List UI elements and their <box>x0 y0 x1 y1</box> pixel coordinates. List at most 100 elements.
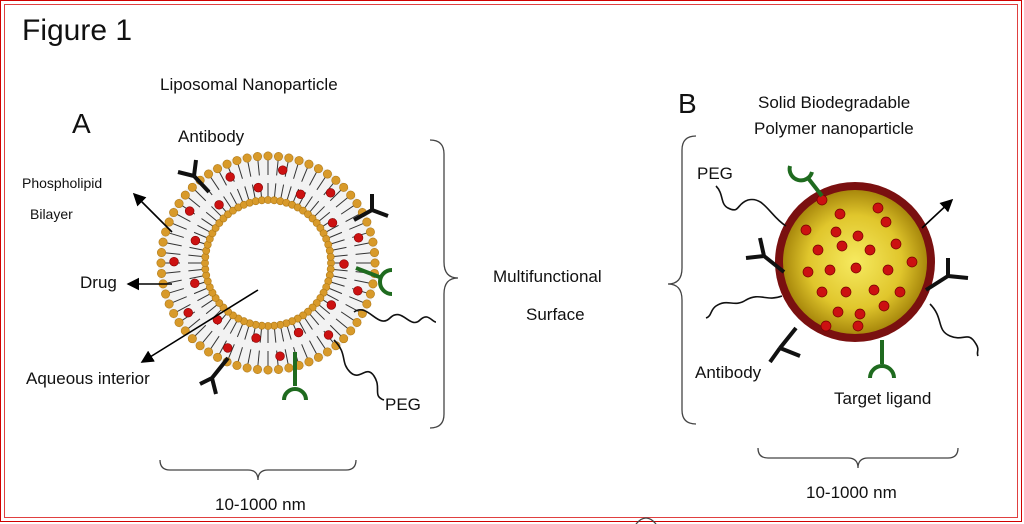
lipid-tail <box>187 196 201 208</box>
panel-b-title-line2: Polymer nanoparticle <box>754 119 914 138</box>
lipid-head <box>365 227 375 237</box>
lipid-tail <box>328 231 343 239</box>
peg-label-a: PEG <box>385 395 421 414</box>
lipid-tail <box>211 206 222 217</box>
lipid-tail <box>223 317 232 330</box>
drug-particle <box>190 235 201 246</box>
lipid-tail <box>197 293 211 302</box>
lipid-tail <box>273 183 277 198</box>
lipid-head <box>187 182 197 192</box>
drug-particle <box>169 256 179 267</box>
lipid-tail <box>244 186 250 200</box>
lipid-tail <box>309 313 320 326</box>
lipid-tail <box>236 188 244 203</box>
drug-particle <box>834 208 846 220</box>
lipid-tail <box>354 242 371 247</box>
drug-particle <box>223 343 233 353</box>
lipid-head <box>322 347 332 357</box>
lipid-tail <box>332 275 347 280</box>
lipid-tail <box>194 324 207 337</box>
lipid-tail <box>193 231 208 239</box>
lipid-head <box>222 159 232 169</box>
lipid-tail <box>309 171 318 186</box>
lipid-tail <box>218 171 227 186</box>
lipid-head <box>263 151 273 161</box>
panel-b-letter: B <box>678 88 697 119</box>
lipid-tail <box>314 309 325 320</box>
lipid-head <box>161 289 171 299</box>
lipid-tail <box>333 268 348 272</box>
lipid-tail <box>193 287 208 295</box>
stray-mark <box>635 517 657 524</box>
drug-particle <box>850 262 862 274</box>
drug-particle <box>890 238 902 250</box>
lipid-head <box>169 208 179 218</box>
surface-label: Surface <box>526 305 585 324</box>
drug-particle <box>325 188 336 198</box>
lipid-head <box>369 248 379 258</box>
drug-particle <box>816 194 828 206</box>
lipid-head <box>326 252 335 261</box>
lipid-tail <box>280 327 285 342</box>
lipid-tail <box>168 232 184 238</box>
lipid-tail <box>247 349 252 366</box>
lipid-head <box>157 248 167 258</box>
size-label-b: 10-1000 nm <box>806 483 897 502</box>
drug-particle <box>339 259 349 269</box>
drug-particle <box>882 264 894 276</box>
lipid-head <box>294 156 304 166</box>
lipid-tail <box>340 204 355 215</box>
lipid-tail <box>286 326 292 340</box>
shell-arrow <box>921 198 954 229</box>
lipid-tail <box>284 349 289 366</box>
lipid-head <box>174 317 184 327</box>
lipid-tail <box>280 184 285 199</box>
lipid-tail <box>332 246 347 251</box>
lipid-head <box>169 308 179 318</box>
lipid-tail <box>349 296 365 304</box>
drug-particle <box>830 226 842 238</box>
lipid-tail <box>171 296 187 304</box>
drug-particle <box>183 307 193 318</box>
lipid-tail <box>218 340 227 355</box>
lipid-head <box>313 164 323 174</box>
lipid-head <box>331 175 341 185</box>
drug-particle <box>275 351 285 361</box>
liposome-drugs <box>169 165 364 361</box>
drug-particle <box>323 330 334 340</box>
lipid-tail <box>188 268 203 272</box>
antibody-icon <box>768 326 801 364</box>
lipid-head <box>304 159 314 169</box>
lipid-head <box>164 299 174 309</box>
peg-chain <box>715 185 787 227</box>
lipid-tail <box>304 196 313 209</box>
lipid-tail <box>325 224 339 233</box>
lipid-tail <box>205 211 218 222</box>
panel-a-title: Liposomal Nanoparticle <box>160 75 338 94</box>
drug-particle <box>894 286 906 298</box>
size-bracket-a <box>159 459 357 481</box>
peg-label-b: PEG <box>697 164 733 183</box>
surface-bracket-right <box>667 135 697 425</box>
lipid-tail <box>164 252 181 255</box>
lipid-head <box>368 237 378 247</box>
lipid-tail <box>209 176 220 191</box>
lipid-tail <box>354 279 371 284</box>
lipid-tail <box>331 281 345 287</box>
multifunctional-label: Multifunctional <box>493 267 602 286</box>
drug-particle <box>824 264 836 276</box>
lipid-tail <box>335 196 349 208</box>
lipid-tail <box>325 293 339 302</box>
drug-particle <box>878 300 890 312</box>
lipid-head <box>174 199 184 209</box>
lipid-head <box>284 363 294 373</box>
nanoparticle-drugs <box>800 194 918 332</box>
drug-particle <box>864 244 876 256</box>
panel-a-letter: A <box>72 108 91 139</box>
drug-particle <box>293 327 304 338</box>
figure-inner-frame <box>4 4 1018 518</box>
lipid-head <box>204 169 214 179</box>
lipid-head <box>213 164 223 174</box>
liposome <box>156 151 380 375</box>
lipid-tail <box>244 326 250 340</box>
